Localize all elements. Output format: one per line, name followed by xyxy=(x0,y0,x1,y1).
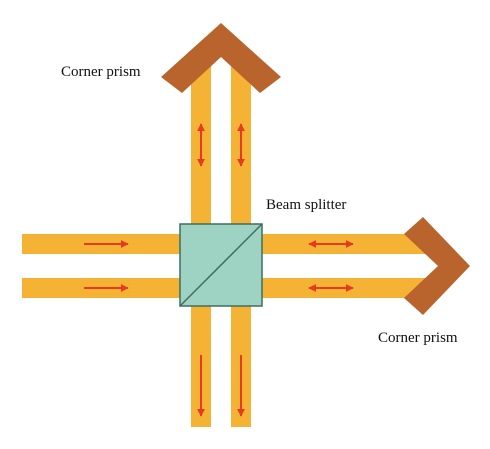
beam-splitter-cube xyxy=(179,223,263,307)
beam-splitter-diagonal xyxy=(179,223,263,307)
direction-arrows xyxy=(84,123,354,417)
label-corner-prism-top: Corner prism xyxy=(61,64,141,80)
label-beam-splitter: Beam splitter xyxy=(266,197,347,213)
label-corner-prism-right: Corner prism xyxy=(378,330,458,346)
corner-prism-right xyxy=(404,217,470,315)
corner-prism-top xyxy=(161,23,281,93)
